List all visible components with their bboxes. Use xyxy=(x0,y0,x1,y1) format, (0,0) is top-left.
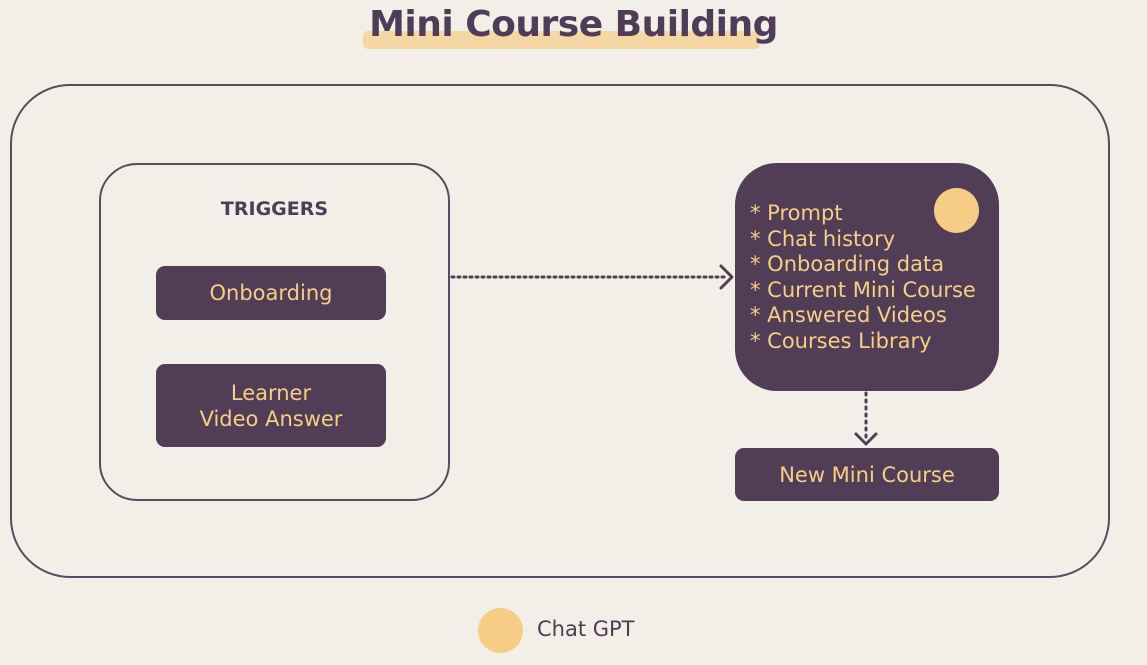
gpt-input-item: * Courses Library xyxy=(750,328,932,353)
gpt-input-item: * Prompt xyxy=(750,201,843,225)
page-title: Mini Course Building xyxy=(369,4,778,45)
gpt-input-item: * Chat history xyxy=(750,226,896,251)
trigger-learner-video-answer: Learner Video Answer xyxy=(156,364,386,447)
legend-label: Chat GPT xyxy=(537,617,635,641)
title-highlight xyxy=(363,31,760,49)
title-area: Mini Course Building xyxy=(0,0,1147,56)
gpt-input-item: * Current Mini Course xyxy=(750,277,976,302)
outer-frame xyxy=(10,84,1110,578)
triggers-frame xyxy=(99,163,450,501)
arrow-head-right-icon xyxy=(719,264,734,290)
legend-chat-gpt-icon xyxy=(478,608,523,653)
triggers-heading: TRIGGERS xyxy=(220,198,329,220)
gpt-inputs-list: * Prompt * Chat history * Onboarding dat… xyxy=(750,201,976,355)
gpt-input-item: * Onboarding data xyxy=(750,252,945,277)
trigger-onboarding: Onboarding xyxy=(156,266,386,320)
gpt-input-item: * Answered Videos xyxy=(750,303,947,328)
output-new-mini-course: New Mini Course xyxy=(735,448,999,501)
chat-gpt-marker-icon xyxy=(934,188,979,233)
arrow-head-down-icon xyxy=(854,432,878,446)
